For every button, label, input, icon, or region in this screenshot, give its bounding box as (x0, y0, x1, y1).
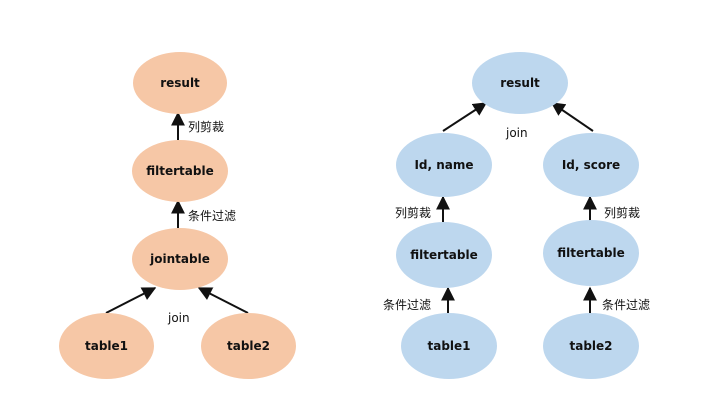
node-right-filtertable-left: filtertable (396, 222, 492, 288)
label-right-filter-right: 条件过滤 (602, 298, 651, 312)
node-left-filtertable: filtertable (132, 140, 228, 202)
node-left-jointable: jointable (132, 228, 228, 290)
label-right-filter-left: 条件过滤 (383, 298, 432, 312)
label-right-join: join (506, 126, 528, 140)
node-right-result: result (472, 52, 568, 114)
label-left-filter: 条件过滤 (188, 209, 237, 223)
label-left-join: join (168, 311, 190, 325)
node-right-table1: table1 (401, 313, 497, 379)
label-right-crop-left: 列剪裁 (395, 206, 432, 220)
arrow-right-idname-to-result (442, 102, 488, 132)
label-right-crop-right: 列剪裁 (604, 206, 641, 220)
node-left-table2: table2 (201, 313, 296, 379)
node-right-id-score: Id, score (543, 133, 639, 197)
node-right-id-name: Id, name (396, 133, 492, 197)
arrow-right-idscore-to-result (550, 102, 594, 132)
node-left-result: result (133, 52, 227, 114)
node-right-filtertable-right: filtertable (543, 220, 639, 286)
arrow-left-table2-to-jointable (197, 287, 249, 314)
node-right-table2: table2 (543, 313, 639, 379)
arrow-left-table1-to-jointable (105, 287, 157, 314)
node-left-table1: table1 (59, 313, 154, 379)
label-left-crop: 列剪裁 (188, 120, 225, 134)
